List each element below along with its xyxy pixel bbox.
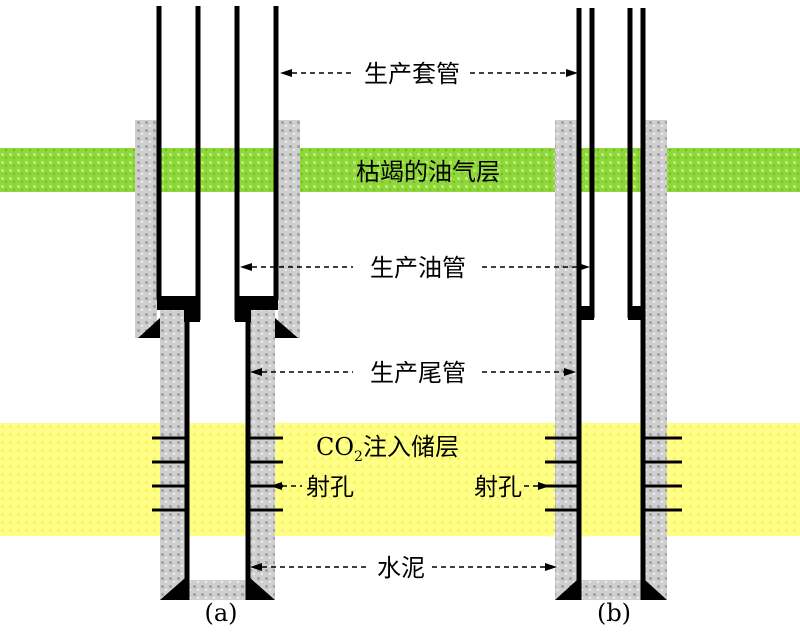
cement-bottom-plug-b xyxy=(577,580,645,600)
liner-shoe-top-left-a xyxy=(138,318,160,338)
well-a xyxy=(135,6,300,600)
shoe-bottom-right-a xyxy=(250,578,275,600)
cement-liner-right-a xyxy=(250,310,275,600)
shoe-bottom-left-b xyxy=(555,580,577,600)
cement-upper-left-a xyxy=(135,120,157,338)
cement-upper-right-a xyxy=(278,120,300,338)
leader-arrows xyxy=(240,69,590,571)
shoe-bottom-left-a xyxy=(160,578,185,600)
label-perforation-b: 射孔 xyxy=(474,473,522,501)
label-perforation-a: 射孔 xyxy=(306,473,354,501)
cement-left-b xyxy=(555,120,577,600)
label-production-tubing: 生产油管 xyxy=(370,254,466,282)
co2-prefix: CO xyxy=(316,433,354,461)
cement-right-b xyxy=(645,120,667,600)
cement-liner-left-a xyxy=(160,310,185,600)
label-panel-a: (a) xyxy=(204,599,237,627)
label-depleted-layer: 枯竭的油气层 xyxy=(356,158,500,186)
label-co2-layer: CO2注入储层 xyxy=(316,433,459,465)
co2-subscript: 2 xyxy=(354,449,363,465)
label-panel-b: (b) xyxy=(597,599,631,627)
liner-shoe-top-right-a xyxy=(275,318,298,338)
shoe-bottom-right-b xyxy=(645,580,667,600)
label-production-liner: 生产尾管 xyxy=(370,359,466,387)
well-b xyxy=(545,8,682,600)
packer-right-b xyxy=(628,306,645,320)
cement-bottom-plug-a xyxy=(185,580,250,600)
co2-suffix: 注入储层 xyxy=(363,433,459,461)
perforations-b xyxy=(545,436,682,512)
packer-left-b xyxy=(577,306,594,320)
perforations-a xyxy=(152,436,283,512)
label-production-casing: 生产套管 xyxy=(364,60,460,88)
label-cement: 水泥 xyxy=(377,554,425,582)
